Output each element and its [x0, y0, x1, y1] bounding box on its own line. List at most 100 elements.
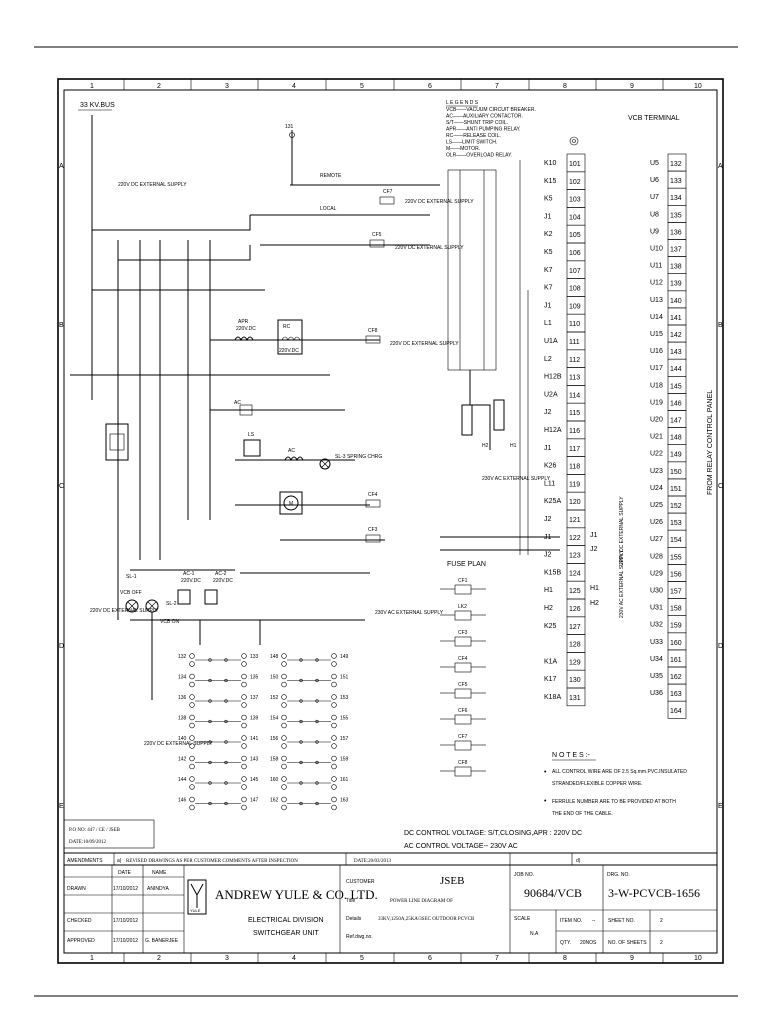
terminal-block-post: [281, 735, 287, 741]
fuse-plan-label: CF4: [458, 656, 468, 662]
terminal-block-contact: [208, 678, 212, 683]
row-label-left: C: [59, 483, 64, 490]
terminal-number: 103: [569, 197, 581, 204]
unit-name: SWITCHGEAR UNIT: [253, 930, 319, 937]
details-label: Details: [346, 916, 362, 922]
terminal-block-post: [241, 714, 247, 721]
legend-item: APR——ANTI PUMPING RELAY.: [446, 127, 521, 133]
svg-text:LS: LS: [248, 432, 255, 438]
terminal-block-number: 152: [270, 695, 279, 701]
terminal-block-post: [281, 653, 287, 659]
terminal-number: 123: [569, 553, 581, 560]
spring-charge-lamp: SL-3 SPRING CHRG: [319, 454, 382, 470]
amendments-label: AMENDMENTS: [67, 858, 103, 864]
terminal-tag: U7: [650, 194, 659, 201]
terminal-number: 101: [569, 161, 581, 168]
terminal-block-post: [189, 653, 195, 659]
terminal-tag: L2: [544, 356, 552, 363]
terminal-cell: [566, 687, 586, 707]
terminal-block-post: [331, 743, 337, 749]
terminal-tag: U10: [650, 246, 663, 253]
supply-note-ac: 230V AC EXTERNAL SUPPLY: [375, 610, 444, 616]
terminal-tag: U36: [650, 690, 663, 697]
column-label-bottom: 9: [630, 955, 634, 962]
sheet-value: 2: [660, 918, 663, 924]
terminal-block-post: [281, 804, 287, 811]
terminal-number: 155: [670, 554, 682, 561]
column-label-bottom: 7: [495, 955, 499, 962]
terminal-number: 162: [670, 674, 682, 681]
notes-block: N O T E S :- • ALL CONTROL WIRE ARE OF 2…: [544, 752, 687, 817]
customer-name: JSEB: [440, 875, 464, 887]
qty-value: 20NOS: [580, 940, 597, 946]
svg-text:CF3: CF3: [368, 527, 378, 533]
terminal-block-number: 137: [250, 695, 259, 701]
terminal-block-post: [331, 702, 337, 708]
relay-panel-label: FROM RELAY CONTROL PANEL: [707, 390, 714, 495]
terminal-block-contact: [208, 699, 212, 703]
column-label-bottom: 8: [563, 955, 567, 962]
terminal-block-post: [281, 702, 287, 708]
terminal-block-post: [281, 673, 287, 680]
terminal-block-post: [281, 694, 287, 700]
terminal-block-post: [281, 796, 287, 803]
terminal-tag: U22: [650, 451, 663, 458]
shunt-trip-coil: [105, 423, 129, 461]
terminal-number: 107: [569, 268, 581, 275]
terminal-block-number: 135: [250, 675, 259, 681]
svg-text:220V DC EXTERNAL SUPPLY: 220V DC EXTERNAL SUPPLY: [405, 199, 474, 205]
outer-frame: [57, 78, 724, 964]
terminal-block-post: [189, 735, 195, 741]
column-label-bottom: 1: [90, 955, 94, 962]
terminal-number: 127: [569, 624, 581, 631]
bus-label: 33 KV.BUS: [80, 102, 115, 109]
terminal-number: 135: [670, 212, 682, 219]
notes-title: N O T E S :-: [552, 752, 591, 759]
svg-text:AC-1: AC-1: [183, 571, 195, 577]
terminal-number: 161: [670, 657, 682, 664]
terminal-tag: K25A: [544, 498, 561, 505]
terminal-tag: U25: [650, 502, 663, 509]
apr-coil: APR 220V.DC: [234, 319, 256, 342]
svg-text:AC-2: AC-2: [215, 571, 227, 577]
note-2-line-1: FERRULE NUMBER ARE TO BE PROVIDED AT BOT…: [552, 799, 676, 805]
terminal-block-contact: [224, 658, 228, 662]
terminal-block-number: 148: [270, 654, 279, 660]
fuse-plan-title: FUSE PLAN: [447, 561, 486, 568]
customer-label: CUSTOMER: [346, 879, 375, 885]
terminal-block-post: [281, 661, 287, 667]
terminal-number: 157: [670, 589, 682, 596]
terminal-number: 131: [569, 695, 581, 702]
terminal-number: 114: [569, 392, 580, 399]
terminal-tag: H12A: [544, 427, 562, 434]
ext-h2: H2: [590, 600, 599, 607]
row-label-right: C: [718, 483, 723, 490]
terminal-block-contact: [224, 740, 228, 744]
terminal-block-number: 147: [250, 798, 259, 804]
note-1-bullet: •: [544, 769, 547, 776]
terminal-tag: U32: [650, 622, 663, 629]
terminal-block-post: [241, 784, 247, 790]
amendment-a-date: DATE:20/03/2013: [354, 859, 391, 864]
terminal-number: 163: [670, 691, 682, 698]
terminal-tag: U16: [650, 348, 663, 355]
details-value: 33KV,1250A,25KA/3SEC OUTDOOR PCVCB: [378, 917, 475, 922]
drawn-date: 17/10/2012: [113, 886, 138, 892]
terminal-block-post: [331, 755, 337, 762]
terminal-block-post: [189, 804, 195, 811]
legend-item: AC——AUXILIARY CONTACTOR.: [446, 114, 523, 120]
terminal-number: 154: [670, 537, 682, 544]
po-number: P.O NO: 447 / CE / JSEB: [69, 828, 121, 833]
terminal-block-contact: [315, 658, 319, 662]
terminal-block-post: [281, 784, 287, 790]
terminal-block-number: 149: [340, 654, 349, 660]
column-label-top: 8: [563, 83, 567, 90]
terminal-block-number: 157: [340, 736, 349, 742]
row-label-left: B: [59, 322, 64, 329]
terminal-number: 139: [670, 281, 682, 288]
terminal-tag: U30: [650, 588, 663, 595]
fuse-cf4: CF4: [365, 492, 381, 508]
fuse-plan-label: CF1: [458, 578, 468, 584]
